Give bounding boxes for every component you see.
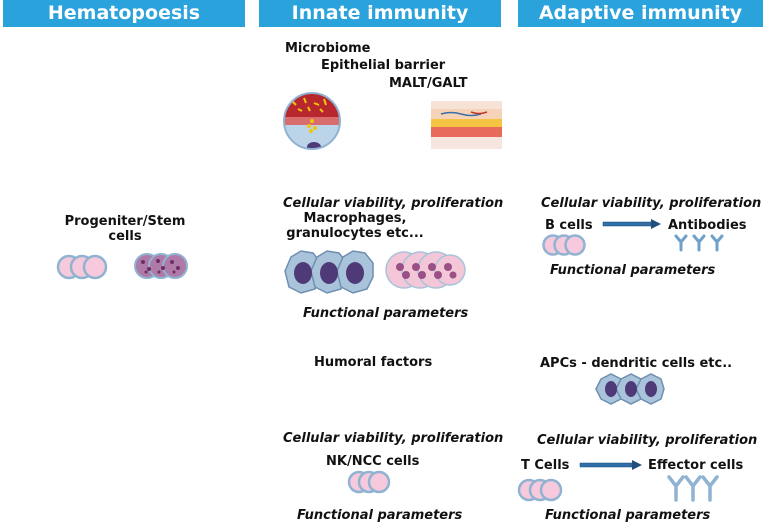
stem-cells-label-line1: Progeniter/Stem [64, 214, 186, 229]
progenitor-cells-icon [134, 253, 188, 279]
adaptive-functional-label-2: Functional parameters [545, 508, 711, 523]
header-adaptive-immunity: Adaptive immunity [518, 0, 763, 27]
macrophages-icon [284, 250, 374, 294]
nk-cells-label: NK/NCC cells [326, 454, 420, 469]
microbiome-circle-illustration [283, 92, 341, 150]
b-cells-label: B cells [545, 218, 593, 233]
stem-cells-label-line2: cells [108, 229, 142, 244]
malt-galt-label: MALT/GALT [389, 76, 468, 91]
t-cells-icon [517, 478, 563, 502]
stem-cells-label: Progeniter/Stem cells [40, 214, 210, 244]
nk-cells-icon [347, 470, 391, 494]
b-cells-icon [542, 234, 586, 256]
microbiome-label: Microbiome [285, 41, 371, 56]
adaptive-functional-label-1: Functional parameters [550, 263, 716, 278]
t-cells-to-effector-arrow [579, 460, 642, 470]
effector-cells-label: Effector cells [648, 458, 744, 473]
epithelial-barrier-label: Epithelial barrier [321, 58, 446, 73]
macrophages-label-line2: granulocytes etc... [286, 226, 424, 241]
adaptive-viability-label-1: Cellular viability, proliferation [541, 196, 762, 211]
t-cells-label: T Cells [521, 458, 570, 473]
innate-viability-label-2: Cellular viability, proliferation [283, 431, 504, 446]
b-cells-to-antibodies-arrow [602, 219, 661, 229]
macrophages-label-line1: Macrophages, [303, 211, 407, 226]
antibodies-label: Antibodies [668, 218, 747, 233]
epithelial-tissue-illustration [431, 101, 502, 149]
dendritic-cells-icon [595, 373, 665, 405]
header-innate-immunity: Innate immunity [259, 0, 501, 27]
macrophages-label: Macrophages, granulocytes etc... [275, 211, 435, 241]
effector-cells-icon [667, 475, 719, 502]
header-hematopoesis: Hematopoesis [3, 0, 245, 27]
innate-viability-label-1: Cellular viability, proliferation [283, 196, 504, 211]
granulocytes-icon [385, 251, 466, 289]
apcs-label: APCs - dendritic cells etc.. [540, 356, 733, 371]
innate-functional-label-1: Functional parameters [303, 306, 469, 321]
adaptive-viability-label-2: Cellular viability, proliferation [537, 433, 758, 448]
antibodies-icon [674, 234, 724, 252]
humoral-factors-label: Humoral factors [314, 355, 433, 370]
innate-functional-label-2: Functional parameters [297, 508, 463, 523]
stem-cells-icon [56, 254, 108, 280]
